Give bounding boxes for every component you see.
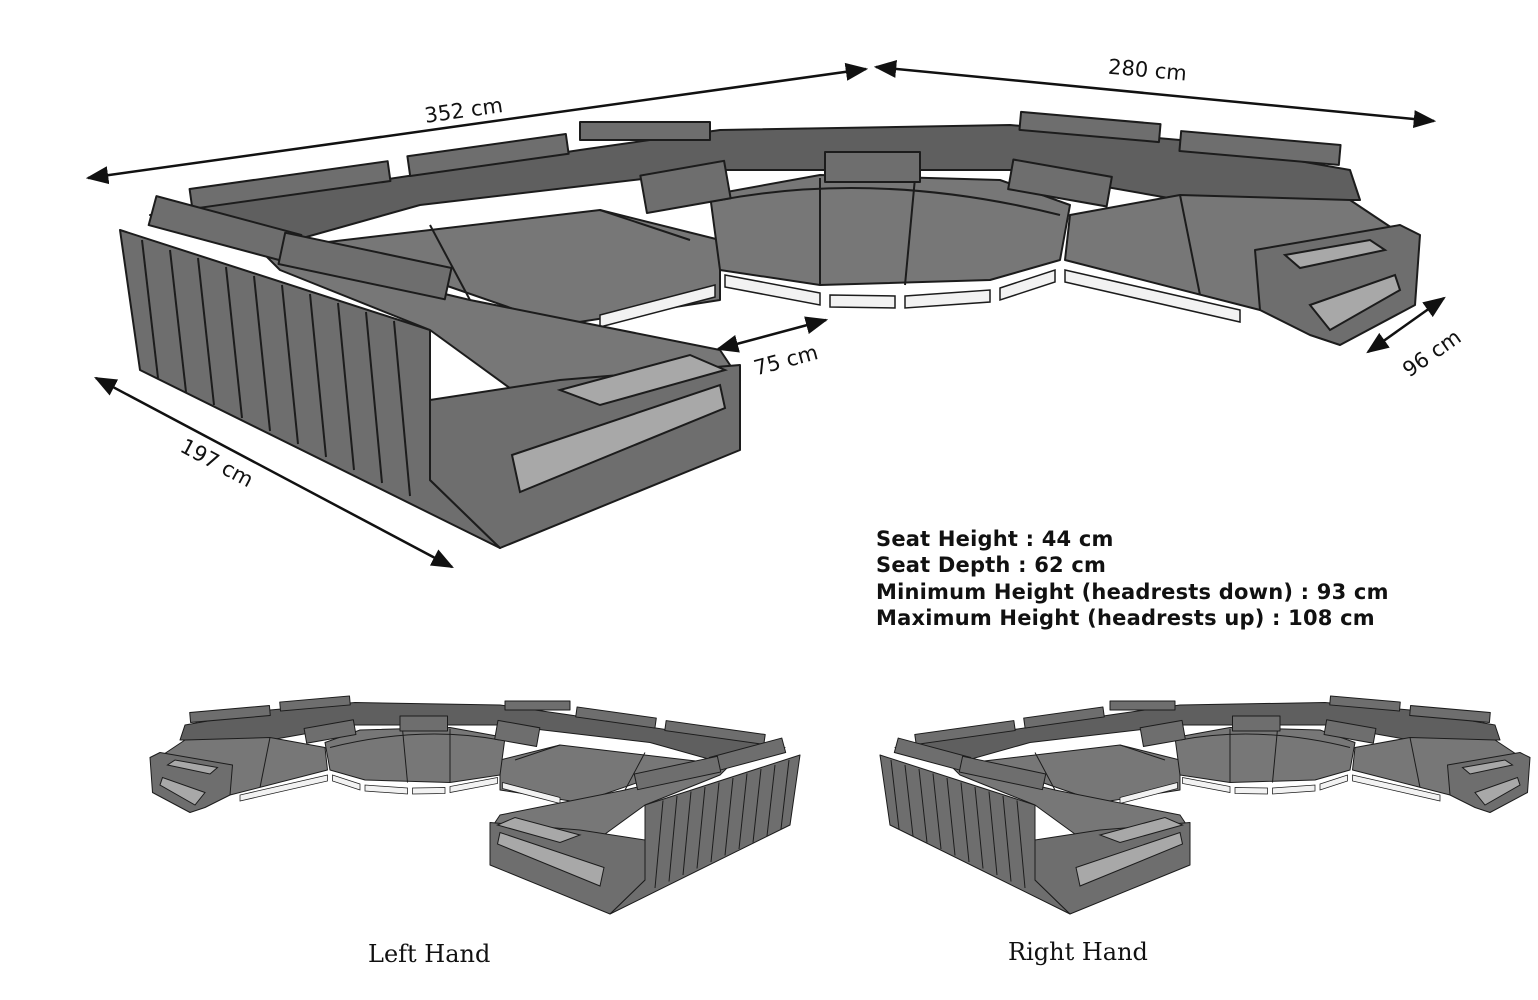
right-hand-sofa-drawing xyxy=(879,695,1531,915)
dimension-label-96: 96 cm xyxy=(1398,325,1465,382)
main-sofa-drawing xyxy=(119,110,1421,549)
spec-maximum-height: Maximum Height (headrests up) : 108 cm xyxy=(876,606,1375,630)
dimension-arrow-75 xyxy=(715,316,829,353)
dimension-arrow-96 xyxy=(1366,296,1446,354)
caption-left-hand: Left Hand xyxy=(368,940,491,968)
dimension-arrow-197 xyxy=(94,376,454,569)
dimension-label-280: 280 cm xyxy=(1107,55,1188,86)
left-hand-sofa-drawing xyxy=(149,695,801,915)
caption-right-hand: Right Hand xyxy=(1008,938,1148,966)
spec-minimum-height: Minimum Height (headrests down) : 93 cm xyxy=(876,580,1389,604)
spec-seat-height: Seat Height : 44 cm xyxy=(876,527,1114,551)
dimension-arrow-352 xyxy=(85,62,869,185)
spec-seat-depth: Seat Depth : 62 cm xyxy=(876,553,1107,577)
dimension-arrow-280 xyxy=(873,59,1437,129)
dimension-label-75: 75 cm xyxy=(751,340,820,380)
